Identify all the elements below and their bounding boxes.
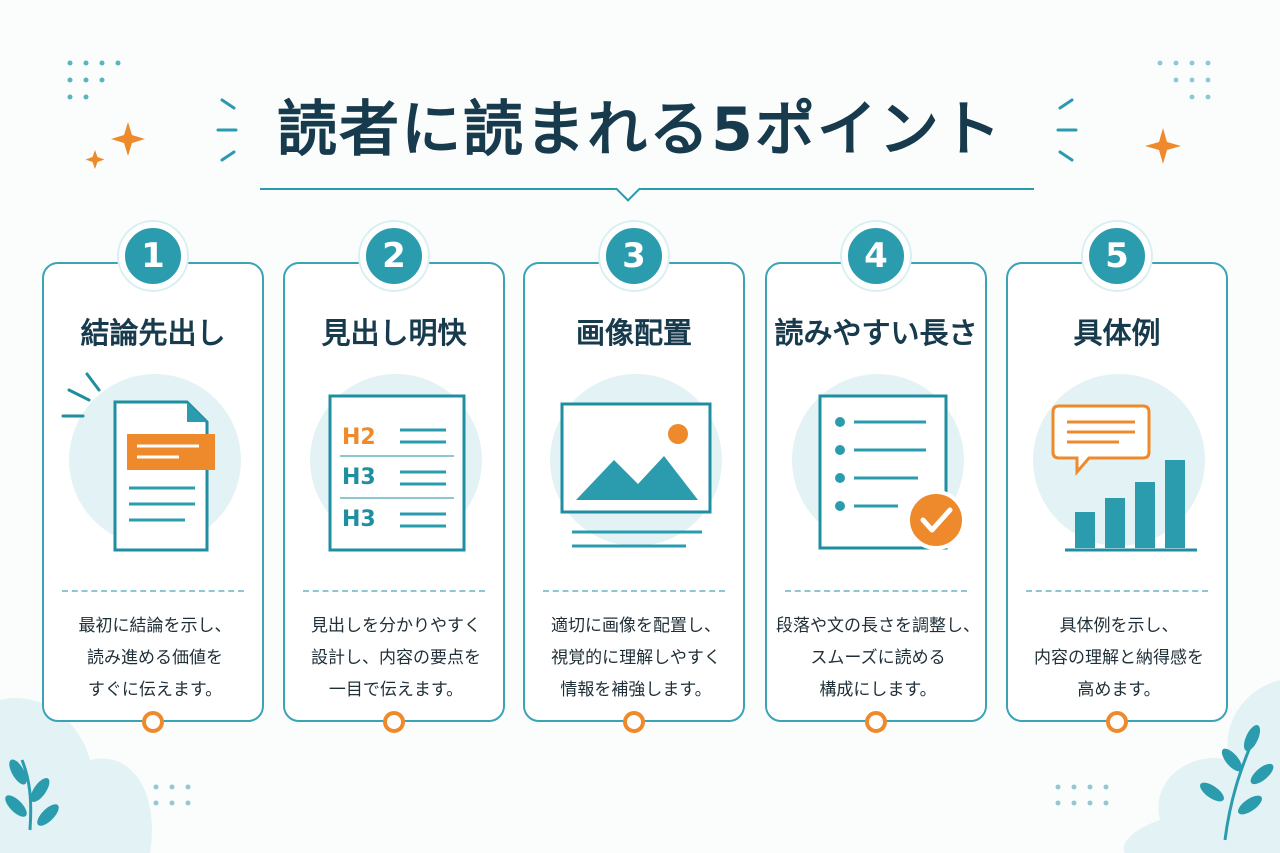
point-title: 結論先出し bbox=[80, 316, 226, 350]
speech-bubble-bar-chart-icon bbox=[1033, 374, 1205, 552]
dashed-divider bbox=[785, 590, 967, 592]
point-description: 最初に結論を示し、 読み進める価値を すぐに伝えます。 bbox=[78, 616, 232, 700]
heading-label-h3: H3 bbox=[342, 465, 376, 490]
image-frame-icon bbox=[550, 374, 722, 548]
point-card-3: 画像配置 適切に画像を配置し、 視覚的に理解しやすく 情報を補強します。 bbox=[523, 262, 745, 722]
page-title: 読者に読まれる5ポイント bbox=[277, 95, 1003, 165]
point-number-badge: 2 bbox=[360, 222, 428, 290]
point-number-badge: 5 bbox=[1083, 222, 1151, 290]
headings-outline-icon: H2 H3 H3 bbox=[310, 374, 482, 552]
point-number-badge: 3 bbox=[600, 222, 668, 290]
point-title: 画像配置 bbox=[575, 316, 692, 350]
dashed-divider bbox=[1026, 590, 1208, 592]
dashed-divider bbox=[303, 590, 485, 592]
point-description: 段落や文の長さを調整し、 スムーズに読める 構成にします。 bbox=[776, 616, 980, 700]
point-card-2: 見出し明快 H2 H3 H3 見出しを分かりやすく 設計し、内容の要点を 一目で… bbox=[283, 262, 505, 722]
dashed-divider bbox=[62, 590, 244, 592]
point-title: 具体例 bbox=[1073, 316, 1161, 350]
dashed-divider bbox=[543, 590, 725, 592]
point-number-badge: 1 bbox=[119, 222, 187, 290]
point-number-badge: 4 bbox=[842, 222, 910, 290]
point-card-1: 結論先出し 最初に結論を示し、 読み進める価値を すぐに伝えます。 bbox=[42, 262, 264, 722]
card-connector-knob bbox=[383, 711, 405, 733]
point-title: 見出し明快 bbox=[321, 316, 467, 350]
point-description: 見出しを分かりやすく 設計し、内容の要点を 一目で伝えます。 bbox=[311, 616, 481, 700]
heading-label-h3: H3 bbox=[342, 507, 376, 532]
card-connector-knob bbox=[142, 711, 164, 733]
point-description: 適切に画像を配置し、 視覚的に理解しやすく 情報を補強します。 bbox=[551, 616, 721, 700]
point-title: 読みやすい長さ bbox=[774, 316, 978, 350]
card-connector-knob bbox=[865, 711, 887, 733]
title-underline bbox=[260, 188, 1034, 190]
checklist-check-icon bbox=[792, 374, 966, 550]
card-connector-knob bbox=[623, 711, 645, 733]
document-highlight-icon bbox=[61, 372, 241, 552]
point-description: 具体例を示し、 内容の理解と納得感を 高めます。 bbox=[1034, 616, 1204, 700]
point-card-4: 読みやすい長さ 段落や文の長さを調整し、 スムーズに読める 構成にします。 bbox=[765, 262, 987, 722]
point-card-5: 具体例 具体例を示し、 内容の理解と納得感を 高めます。 bbox=[1006, 262, 1228, 722]
card-connector-knob bbox=[1106, 711, 1128, 733]
heading-label-h2: H2 bbox=[342, 425, 376, 450]
